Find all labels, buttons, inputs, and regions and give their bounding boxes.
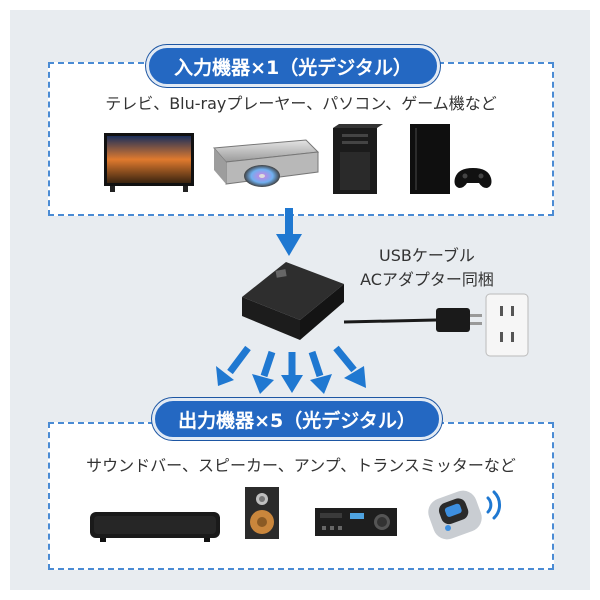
input-title-badge: 入力機器×1（光デジタル） — [146, 45, 440, 87]
cable-label: USBケーブル ACアダプター同梱 — [352, 244, 502, 292]
cable-label-line2: ACアダプター同梱 — [360, 270, 494, 289]
output-title-badge: 出力機器×5（光デジタル） — [152, 398, 442, 440]
output-devices-box — [48, 422, 554, 570]
cable-label-line1: USBケーブル — [379, 246, 475, 265]
output-caption: サウンドバー、スピーカー、アンプ、トランスミッターなど — [86, 456, 516, 475]
input-caption: テレビ、Blu-rayプレーヤー、パソコン、ゲーム機など — [105, 94, 497, 113]
